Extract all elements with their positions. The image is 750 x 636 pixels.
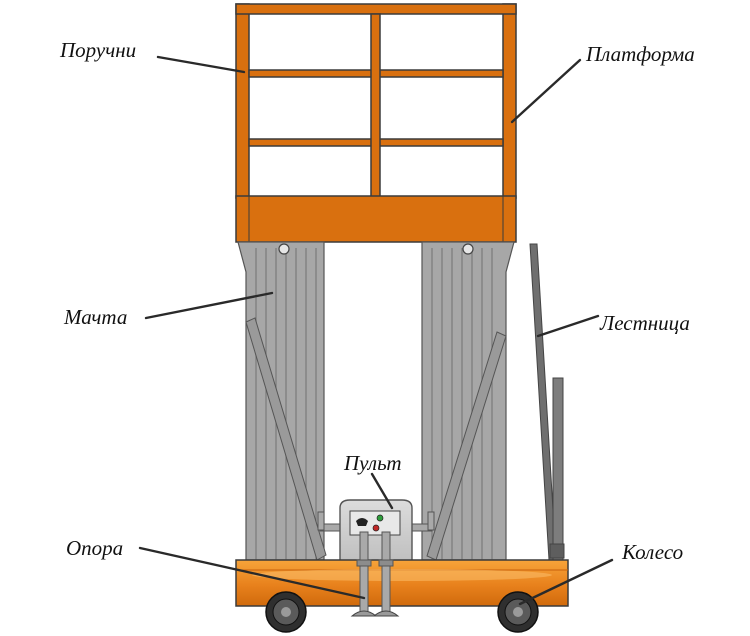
leader-handrails — [156, 55, 246, 74]
leader-ladder — [536, 314, 600, 338]
platform — [235, 3, 517, 243]
label-ladder: Лестница — [599, 311, 690, 335]
wheel-right — [497, 591, 539, 633]
label-mast: Мачта — [63, 305, 127, 329]
wheel-left — [265, 591, 307, 633]
handrails — [235, 3, 517, 199]
ladder — [529, 243, 565, 561]
control-panel — [317, 499, 435, 563]
leader-wheel — [518, 558, 614, 606]
label-platform: Платформа — [585, 42, 695, 66]
leader-outrigger — [138, 546, 366, 600]
leader-platform — [510, 58, 582, 124]
label-handrails: Поручни — [59, 38, 136, 62]
leader-control-panel — [370, 472, 394, 510]
label-control-panel: Пульт — [343, 451, 402, 475]
platform-deck — [235, 195, 517, 243]
outrigger — [350, 531, 400, 617]
leader-mast — [144, 291, 274, 320]
label-outrigger: Опора — [66, 536, 123, 560]
right-mast — [421, 241, 515, 561]
base-chassis — [235, 559, 569, 607]
label-wheel: Колесо — [621, 540, 683, 564]
left-mast — [237, 241, 327, 561]
leader-lines — [138, 55, 614, 606]
